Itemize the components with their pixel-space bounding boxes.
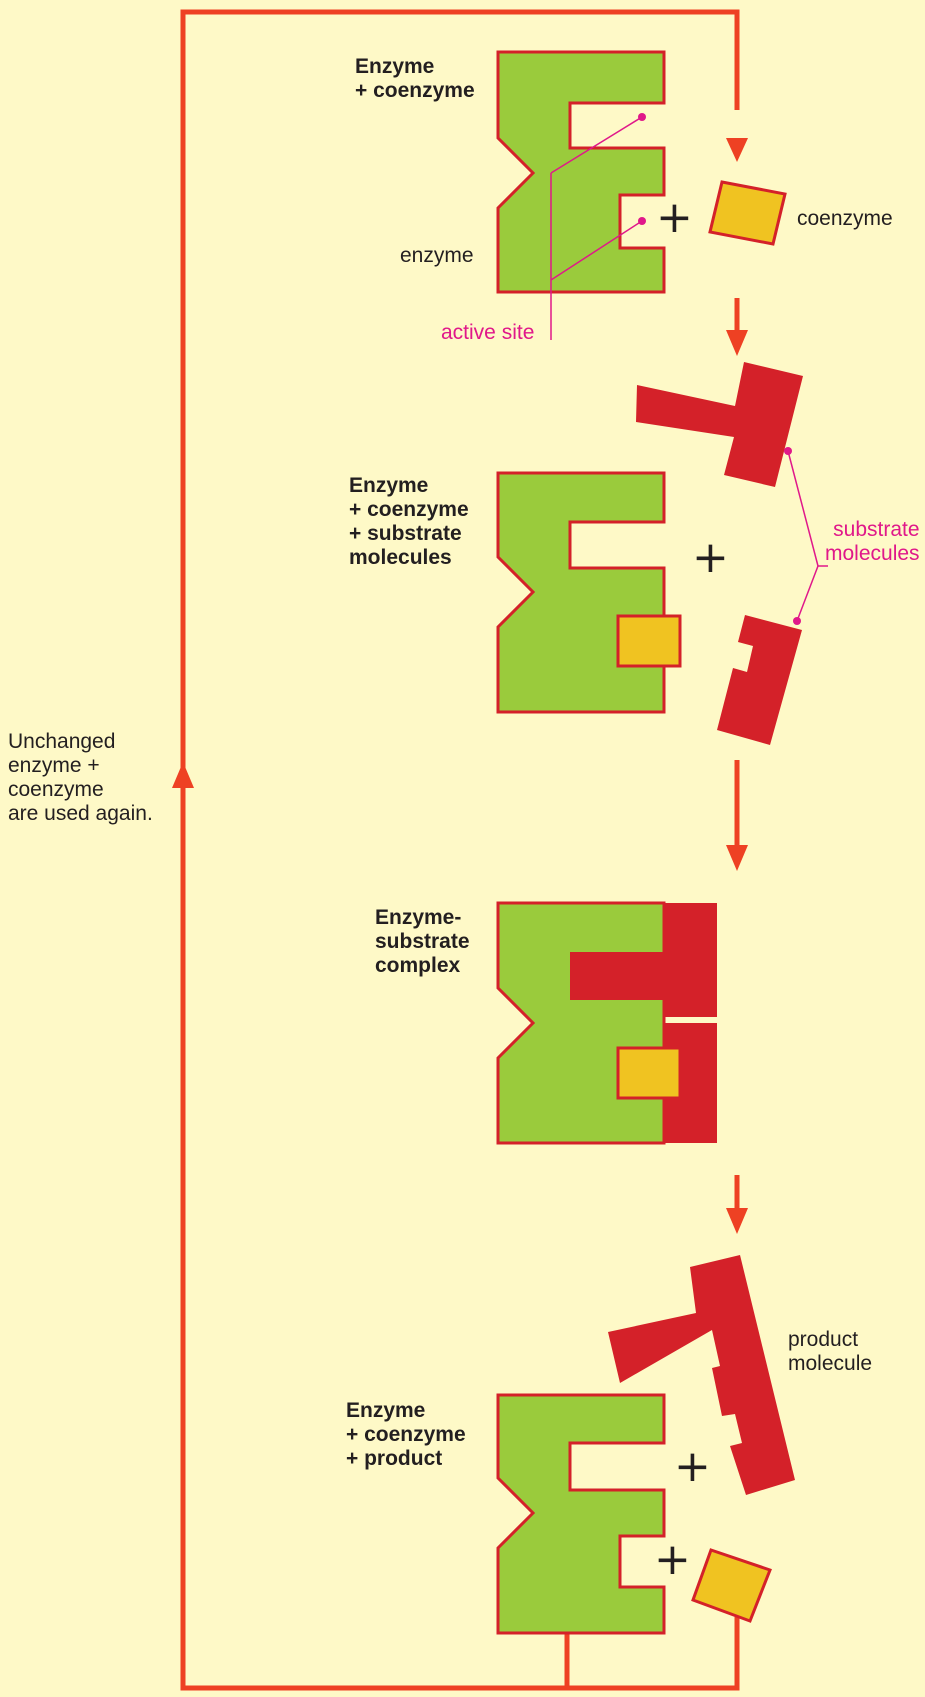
coenzyme-shape-1 <box>708 180 787 246</box>
coenzyme-label: coenzyme <box>797 207 893 230</box>
coenzyme-shape-3 <box>616 1046 682 1100</box>
plus-sign-4: + <box>654 1534 691 1585</box>
stage4-label: Enzyme + coenzyme + product <box>346 1399 466 1470</box>
enzyme-label: enzyme <box>400 244 474 267</box>
enzyme-shape-2 <box>496 471 666 714</box>
step-arrow-3 <box>726 1175 748 1234</box>
plus-sign-1: + <box>656 192 693 243</box>
plus-sign-3: + <box>674 1441 711 1492</box>
substrate-molecules-label: substrate molecules <box>825 518 920 565</box>
complex-substrate-upper <box>570 903 717 1017</box>
product-molecule <box>608 1255 795 1495</box>
coenzyme-shape-4 <box>691 1548 772 1623</box>
substrate-molecule-upper <box>636 362 803 487</box>
substrate-molecule-lower <box>717 615 802 745</box>
loop-arrowhead-down <box>726 138 748 162</box>
active-site-callout <box>550 113 646 340</box>
plus-sign-2: + <box>692 532 729 583</box>
enzyme-shape-1 <box>496 50 666 294</box>
product-molecule-label: product molecule <box>788 1328 873 1375</box>
loop-arrowhead-up <box>172 762 194 788</box>
active-site-label: active site <box>441 321 535 344</box>
enzyme-shape-4 <box>496 1393 666 1635</box>
enzyme-shape-3 <box>496 901 666 1145</box>
stage2-label: Enzyme + coenzyme + substrate molecules <box>349 474 469 569</box>
step-arrow-1 <box>726 298 748 356</box>
stage3-label: Enzyme- substrate complex <box>375 906 470 977</box>
coenzyme-shape-2 <box>616 614 682 668</box>
recycle-loop-line <box>180 9 740 1691</box>
step-arrow-2 <box>726 760 748 871</box>
cycle-note-label: Unchanged enzyme + coenzyme are used aga… <box>8 730 153 825</box>
stage1-label: Enzyme + coenzyme <box>355 55 475 102</box>
substrate-callout <box>784 447 828 625</box>
